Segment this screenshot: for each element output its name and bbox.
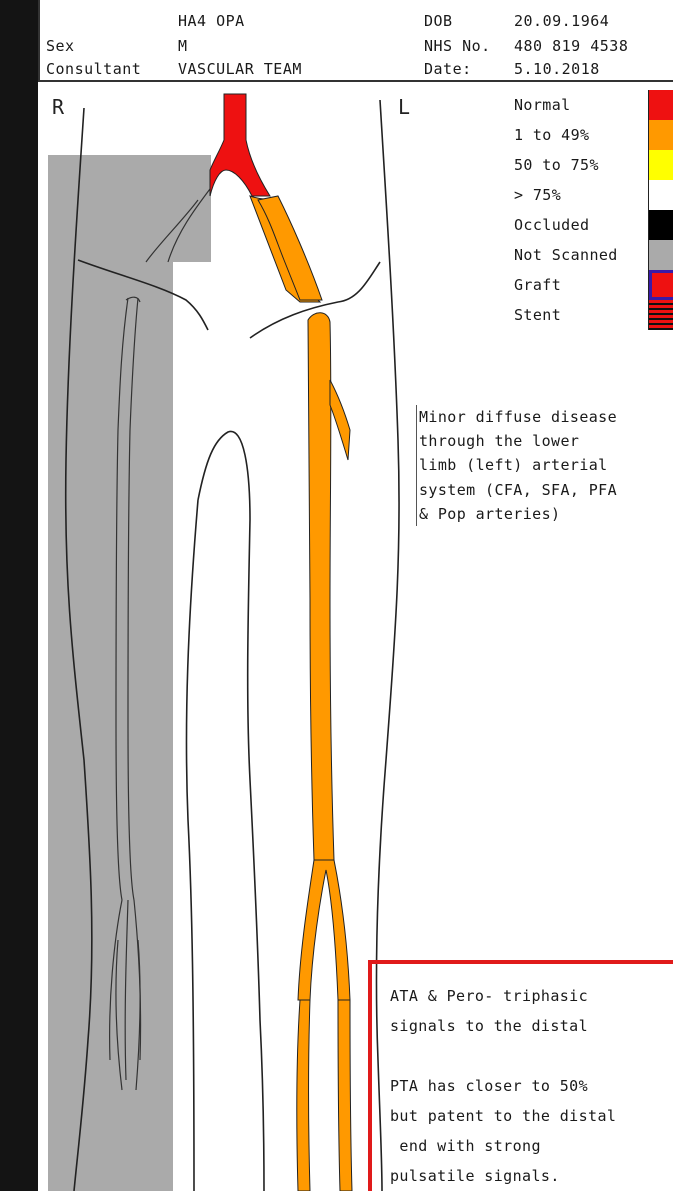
- callout-line: end with strong: [390, 1134, 541, 1159]
- pfa-branch-orange: [330, 380, 350, 460]
- vascular-report-sheet: HA4 OPA Sex M Consultant VASCULAR TEAM D…: [38, 0, 673, 1191]
- legend-label: Stent: [514, 306, 561, 324]
- right-side-label: R: [52, 95, 65, 119]
- legend-item: > 75%: [514, 180, 673, 210]
- aorta-iliac-normal: [210, 94, 270, 196]
- legend-item: 1 to 49%: [514, 120, 673, 150]
- callout-line: ATA & Pero- triphasic: [390, 984, 588, 1009]
- legend-swatch: [648, 270, 673, 300]
- legend-swatch: [648, 150, 673, 180]
- legend-item: Not Scanned: [514, 240, 673, 270]
- legend-label: Not Scanned: [514, 246, 618, 264]
- legend-item: Graft: [514, 270, 673, 300]
- legend-swatch: [648, 120, 673, 150]
- crotch-outline: [198, 431, 264, 1191]
- legend-label: Occluded: [514, 216, 589, 234]
- legend-swatch: [648, 180, 673, 210]
- left-leg-arteries: [250, 196, 352, 1191]
- legend-label: > 75%: [514, 186, 561, 204]
- legend-label: 1 to 49%: [514, 126, 589, 144]
- findings-note-line: limb (left) arterial: [419, 453, 673, 477]
- findings-note-line: system (CFA, SFA, PFA: [419, 478, 673, 502]
- legend-swatch: [648, 90, 673, 120]
- legend-item: Stent: [514, 300, 673, 330]
- legend-item: Occluded: [514, 210, 673, 240]
- legend-label: Graft: [514, 276, 561, 294]
- callout-line: signals to the distal: [390, 1014, 588, 1039]
- callout-box: ATA & Pero- triphasic signals to the dist…: [368, 960, 673, 1191]
- legend-swatch: [648, 240, 673, 270]
- callout-line: pulsatile signals.: [390, 1164, 560, 1189]
- findings-note-line: Minor diffuse disease: [419, 405, 673, 429]
- legend-label: Normal: [514, 96, 571, 114]
- callout-line: but patent to the distal: [390, 1104, 616, 1129]
- pop-trifurcation-orange: [298, 860, 350, 1000]
- legend-swatch: [648, 210, 673, 240]
- left-side-label: L: [398, 95, 410, 119]
- legend-item: Normal: [514, 90, 673, 120]
- legend-item: 50 to 75%: [514, 150, 673, 180]
- right-leg-inner-outline: [186, 500, 198, 1191]
- findings-note-line: through the lower: [419, 429, 673, 453]
- legend-label: 50 to 75%: [514, 156, 599, 174]
- legend-swatch: [648, 300, 673, 330]
- callout-line: PTA has closer to 50%: [390, 1074, 588, 1099]
- tibial-vessels-orange: [297, 1000, 352, 1191]
- findings-note-line: & Pop arteries): [419, 502, 673, 526]
